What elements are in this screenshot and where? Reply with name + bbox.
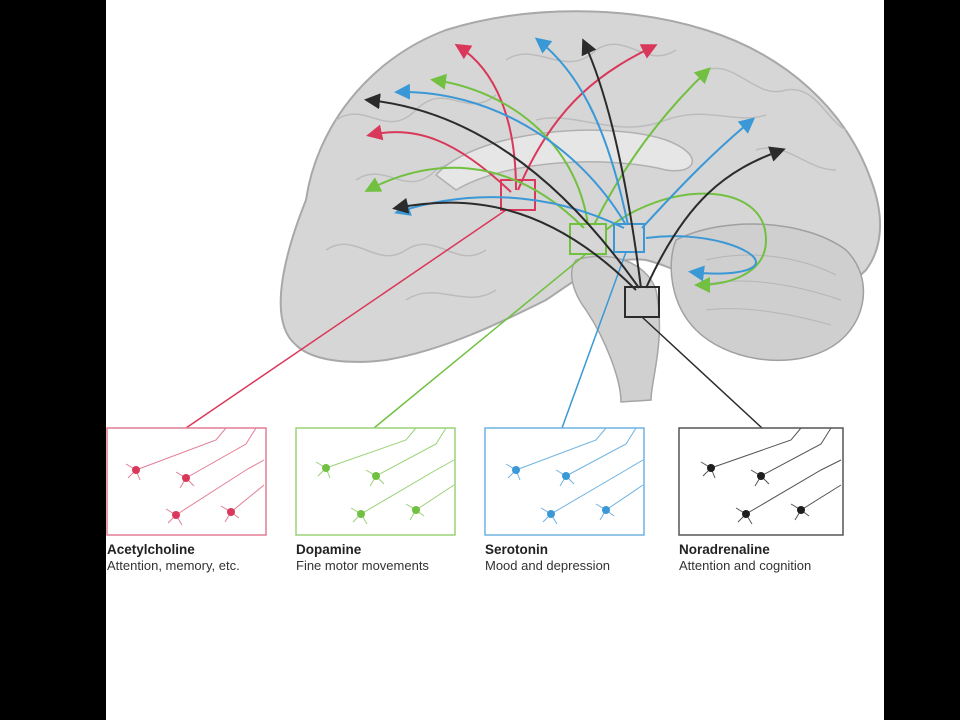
serotonin-label: Serotonin [485, 542, 548, 557]
left-letterbox-bar [0, 0, 106, 720]
serotonin-neuron-panel [484, 427, 645, 536]
right-letterbox-bar [884, 0, 960, 720]
noradrenaline-description: Attention and cognition [679, 558, 812, 574]
noradrenaline-projections [364, 38, 786, 291]
noradrenaline-caption: Noradrenaline Attention and cognition [679, 542, 859, 574]
acetylcholine-description: Attention, memory, etc. [107, 558, 240, 574]
acetylcholine-caption: Acetylcholine Attention, memory, etc. [107, 542, 287, 574]
acetylcholine-label: Acetylcholine [107, 542, 195, 557]
dopamine-projections [364, 67, 768, 293]
acetylcholine-neuron-panel [106, 427, 267, 536]
cerebellum-folds [700, 254, 842, 326]
noradrenaline-neuron-panel [678, 427, 844, 536]
cerebellum-shape [670, 223, 865, 362]
diagram-stage: Acetylcholine Attention, memory, etc. Do… [106, 0, 884, 720]
neurotransmitter-diagram [106, 10, 882, 536]
acetylcholine-source-box [500, 179, 536, 211]
noradrenaline-label: Noradrenaline [679, 542, 770, 557]
acetylcholine-connector-line [185, 209, 507, 429]
dopamine-connector-line [373, 253, 587, 429]
dopamine-label: Dopamine [296, 542, 362, 557]
serotonin-connector-line [561, 251, 627, 429]
serotonin-source-box [613, 223, 645, 253]
serotonin-caption: Serotonin Mood and depression [485, 542, 665, 574]
dopamine-description: Fine motor movements [296, 558, 429, 574]
brainstem-shape [570, 255, 661, 403]
brain-illustration [279, 10, 882, 403]
dopamine-neuron-panel [295, 427, 456, 536]
serotonin-description: Mood and depression [485, 558, 611, 574]
dopamine-caption: Dopamine Fine motor movements [296, 542, 476, 574]
noradrenaline-connector-line [641, 316, 763, 429]
